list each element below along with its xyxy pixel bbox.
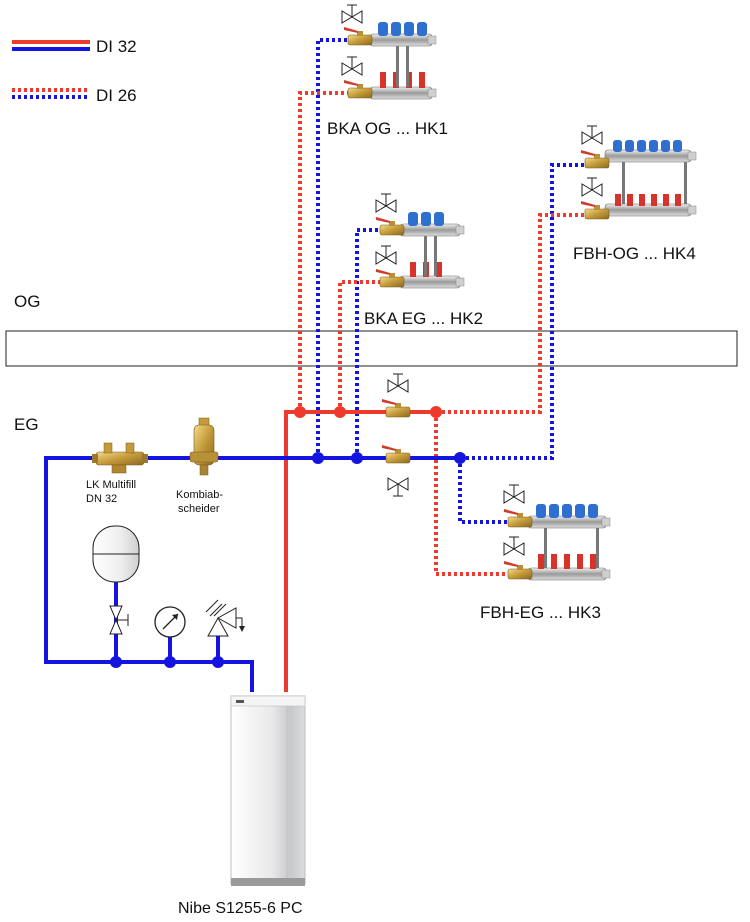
pipe-main-return [44, 456, 460, 692]
pipe-hk1-flow [298, 91, 360, 412]
junction-dot [294, 406, 306, 418]
pipe-hk3-flow [434, 412, 520, 576]
gate-valve-icon [375, 245, 397, 265]
pipe-hk4-flow [436, 213, 592, 414]
pipe-hk2-flow [338, 280, 392, 412]
junction-dot [351, 452, 363, 464]
gate-valve-icon [341, 4, 363, 24]
heat-pump-label: Nibe S1255-6 PC [178, 900, 303, 917]
heat-pump-unit [230, 695, 306, 886]
manifold-icon [580, 125, 697, 220]
gate-valve-icon [109, 605, 129, 635]
safety-valve-icon [205, 599, 245, 637]
gate-valve-icon [503, 536, 525, 556]
gate-valve-icon [375, 193, 397, 213]
gate-valve-icon [387, 477, 409, 497]
separator-label-line2: scheider [178, 503, 220, 515]
junction-dot [312, 452, 324, 464]
pipe-hk1-return [316, 38, 360, 458]
circuit-label-hk3: FBH-EG ... HK3 [480, 603, 601, 622]
floor-slab [5, 330, 738, 367]
legend: DI 32 DI 26 [12, 37, 137, 105]
multifill-unit-icon [92, 442, 148, 474]
junction-dot [334, 406, 346, 418]
main-return-valve [381, 444, 411, 497]
dotted-pipes [298, 38, 592, 576]
separator-label-line1: Kombiab- [176, 489, 223, 501]
gate-valve-icon [387, 373, 409, 393]
junctions [110, 406, 466, 668]
multifill-label-line1: LK Multifill [86, 479, 136, 491]
circuit-label-hk1: BKA OG ... HK1 [327, 119, 448, 138]
gate-valve-icon [581, 125, 603, 145]
legend-dotted-label: DI 26 [96, 86, 137, 105]
junction-dot [212, 656, 224, 668]
junction-dot [454, 452, 466, 464]
pipe-hk3-return [458, 458, 520, 524]
floor-label-eg: EG [14, 415, 39, 434]
pressure-gauge-icon [154, 606, 186, 638]
circuit-label-hk4: FBH-OG ... HK4 [573, 244, 696, 263]
expansion-vessel-icon [92, 525, 140, 583]
floor-label-og: OG [14, 292, 40, 311]
legend-solid-label: DI 32 [96, 37, 137, 56]
gate-valve-icon [581, 177, 603, 197]
junction-dot [430, 406, 442, 418]
manifold-icon [341, 4, 437, 100]
junction-dot [164, 656, 176, 668]
manifold-icon [375, 193, 465, 289]
pipe-hk4-return [460, 163, 592, 460]
junction-dot [110, 656, 122, 668]
circuit-label-hk2: BKA EG ... HK2 [364, 309, 483, 328]
multifill-label-line2: DN 32 [86, 493, 117, 505]
gate-valve-icon [503, 484, 525, 504]
gate-valve-icon [341, 56, 363, 76]
separator-icon [189, 417, 219, 476]
manifold-icon [503, 484, 611, 581]
main-flow-valve [381, 373, 411, 418]
pipe-hk2-return [355, 228, 392, 458]
